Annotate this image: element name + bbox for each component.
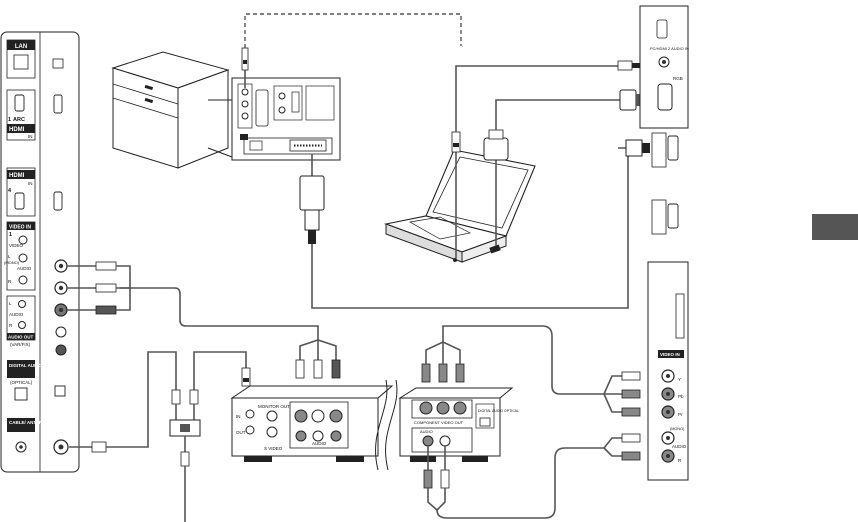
hdmi-logo-4: HDMI bbox=[9, 173, 25, 179]
rgb-port[interactable] bbox=[657, 83, 673, 111]
laptop-audio-port[interactable] bbox=[453, 258, 457, 262]
pc-back-plate bbox=[231, 77, 341, 161]
digital-audio-label: DIGITAL AUDIO OPTICAL bbox=[478, 409, 519, 413]
audio-r-jack-inner[interactable] bbox=[18, 275, 28, 285]
optical-port-outer[interactable] bbox=[54, 385, 66, 397]
pc-tower bbox=[111, 51, 241, 169]
audio-block-r: R bbox=[9, 323, 13, 328]
audio-block-l: L bbox=[9, 301, 12, 306]
vcr-audio-label: AUDIO bbox=[312, 441, 327, 446]
tv-rear-panel: LAN 1 ARC HDMI IN HDMI IN 4 VIDEO IN 1 V… bbox=[0, 31, 80, 473]
composite-cables bbox=[67, 261, 341, 379]
audio-l-jack-inner[interactable] bbox=[18, 253, 28, 263]
audio-right-label: AUDIO bbox=[672, 444, 687, 449]
player-audio-l-out[interactable] bbox=[422, 435, 434, 447]
digital-audio-out-label: DIGITAL AUDIO OUT bbox=[9, 363, 53, 368]
hdmi-arc-number: 1 bbox=[8, 117, 11, 123]
player-audio-cables bbox=[423, 433, 641, 519]
laptop bbox=[383, 149, 536, 263]
hdmi-1-port[interactable] bbox=[14, 94, 25, 112]
var-fix-label: (VAR/FIX) bbox=[10, 342, 31, 347]
antenna-cables bbox=[69, 351, 251, 522]
lan-port-outer[interactable] bbox=[52, 58, 64, 69]
video-jack-inner[interactable] bbox=[18, 235, 28, 245]
player-pr-out[interactable] bbox=[453, 401, 467, 415]
y-label: Y bbox=[678, 377, 681, 382]
s-video-label: S VIDEO bbox=[264, 446, 283, 451]
component-player: COMPONENT VIDEO OUT AUDIO DIGITAL AUDIO … bbox=[398, 387, 519, 462]
rgb-label: RGB bbox=[673, 76, 683, 81]
audio-out-r-jack[interactable] bbox=[55, 344, 67, 356]
player-audio-r-out[interactable] bbox=[439, 435, 451, 447]
hdmi-arc-label: ARC bbox=[13, 117, 25, 123]
player-y-out[interactable] bbox=[419, 401, 433, 415]
audio-out-label: AUDIO OUT bbox=[8, 335, 34, 340]
section-tab bbox=[812, 214, 858, 240]
audio-out-l-jack[interactable] bbox=[55, 326, 67, 338]
pc-dvi-port[interactable] bbox=[289, 139, 327, 152]
r-label: R bbox=[8, 279, 12, 284]
vcr-audio-l-out[interactable] bbox=[311, 409, 325, 423]
side-hdmi-port[interactable] bbox=[667, 135, 679, 161]
video-label: VIDEO bbox=[9, 243, 24, 248]
dashed-tag: · bbox=[462, 44, 464, 49]
pc-hdmi-audio-in-label: PC/HDMI 2 AUDIO IN bbox=[650, 46, 689, 51]
lan-label: LAN bbox=[15, 44, 27, 50]
hdmi-1-port-outer[interactable] bbox=[53, 94, 63, 114]
audio-block-label: AUDIO bbox=[9, 312, 24, 317]
hdmi-4-number: 4 bbox=[8, 188, 12, 194]
tv-side-panel-bottom: VIDEO IN Y Pb Pr (MONO) AUDIO R bbox=[647, 261, 689, 481]
player-audio-label: AUDIO bbox=[420, 429, 433, 434]
mono-right-label: (MONO) bbox=[670, 427, 685, 431]
vcr-video-out[interactable] bbox=[294, 409, 308, 423]
lan-port[interactable] bbox=[13, 54, 29, 70]
mono-label: (MONO) bbox=[4, 260, 20, 265]
side-hdmi bbox=[618, 132, 679, 235]
hdmi-in-1: IN bbox=[28, 134, 33, 139]
monitor-out-label: MONITOR OUT bbox=[258, 404, 290, 409]
hdmi-in-4: IN bbox=[28, 181, 33, 186]
video-in-2-label: VIDEO IN bbox=[660, 352, 680, 357]
component-video-out-label: COMPONENT VIDEO OUT bbox=[414, 420, 464, 425]
pb-label: Pb bbox=[678, 394, 684, 399]
video-in-label: VIDEO IN bbox=[9, 225, 31, 231]
player-pb-out[interactable] bbox=[436, 401, 450, 415]
l-mono-label: L bbox=[8, 254, 11, 259]
vcr-in-label: IN bbox=[236, 414, 241, 419]
r-right-label: R bbox=[678, 458, 682, 463]
optical-label: (OPTICAL) bbox=[10, 380, 33, 385]
vcr: MONITOR OUT IN OUT S VIDEO AUDIO bbox=[230, 385, 394, 462]
pr-label: Pr bbox=[678, 412, 683, 417]
vcr-out-label: OUT bbox=[236, 430, 246, 435]
optical-port[interactable] bbox=[14, 387, 28, 401]
pc-audio-cable bbox=[241, 13, 462, 88]
component-cables bbox=[421, 325, 641, 417]
cable-antenna-label: CABLE/ ANTENNA bbox=[9, 420, 50, 425]
audio-label: AUDIO bbox=[17, 266, 32, 271]
hdmi-4-port[interactable] bbox=[14, 192, 25, 210]
break-marks bbox=[375, 379, 398, 471]
vcr-audio-r-out[interactable] bbox=[329, 409, 343, 423]
laptop-audio-cable: · bbox=[451, 44, 640, 258]
vcr-rf-in[interactable] bbox=[245, 409, 255, 419]
hdmi-4-port-outer[interactable] bbox=[53, 191, 63, 211]
video-in-number: 1 bbox=[9, 232, 12, 238]
vcr-rf-out[interactable] bbox=[245, 425, 255, 435]
tv-side-panel-top: PC/HDMI 2 AUDIO IN RGB bbox=[639, 5, 689, 129]
hdmi-logo-1: HDMI bbox=[9, 127, 25, 133]
dvi-cable bbox=[299, 154, 629, 309]
laptop-rgb-port[interactable] bbox=[489, 244, 501, 254]
